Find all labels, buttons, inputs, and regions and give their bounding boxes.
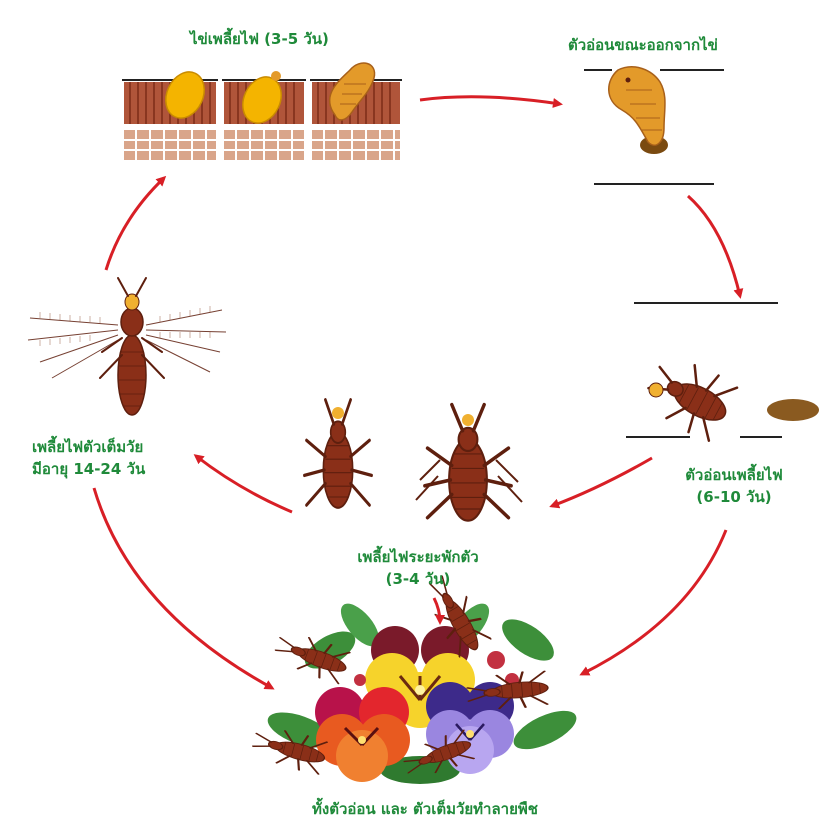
hatching-illustration <box>584 66 724 185</box>
arrow-pupa-to-adult <box>193 454 293 514</box>
egg-stage-label: ไข่เพลี้ยไฟ (3-5 วัน) <box>190 30 329 48</box>
arrow-eggs-to-hatching <box>419 95 563 108</box>
damaged-plant-illustration <box>249 569 577 784</box>
egg-stage-illustration <box>122 62 402 160</box>
adult-illustration <box>27 277 227 416</box>
nymph-illustration <box>626 302 819 445</box>
arrow-adult-to-eggs <box>104 175 167 271</box>
arrow-pupa-to-plant <box>432 597 445 625</box>
leaf-tissue-1 <box>122 71 218 160</box>
leaf-tissue-2 <box>222 71 306 160</box>
pupa-illustration <box>302 398 523 523</box>
arrow-hatching-to-nymph <box>687 194 744 299</box>
arrow-adult-to-plant <box>92 487 275 690</box>
leaf-tissue-3 <box>310 62 402 160</box>
adult-stage-label-line1: เพลี้ยไฟตัวเต็มวัย <box>32 438 144 456</box>
pupa-stage-label: เพลี้ยไฟระยะพักตัว (3-4 วัน) <box>318 546 518 590</box>
arrow-nymph-to-plant <box>579 529 728 676</box>
plant-damage-label: ทั้งตัวอ่อน และ ตัวเต็มวัยทำลายพืช <box>312 800 538 818</box>
pansy-red <box>315 687 410 782</box>
hatching-stage-label: ตัวอ่อนขณะออกจากไข่ <box>568 36 718 54</box>
adult-stage-label: เพลี้ยไฟตัวเต็มวัย มีอายุ 14-24 วัน <box>32 436 145 480</box>
adult-stage-label-line2: มีอายุ 14-24 วัน <box>32 460 146 478</box>
arrow-nymph-to-pupa <box>549 456 653 509</box>
nymph-stage-label-line2: (6-10 วัน) <box>696 488 772 506</box>
cycle-arrows <box>92 95 744 690</box>
pupa-stage-label-line2: (3-4 วัน) <box>385 570 451 588</box>
nymph-stage-label-line1: ตัวอ่อนเพลี้ยไฟ <box>685 466 783 484</box>
pupa-stage-label-line1: เพลี้ยไฟระยะพักตัว <box>357 548 479 566</box>
nymph-stage-label: ตัวอ่อนเพลี้ยไฟ (6-10 วัน) <box>664 464 804 508</box>
